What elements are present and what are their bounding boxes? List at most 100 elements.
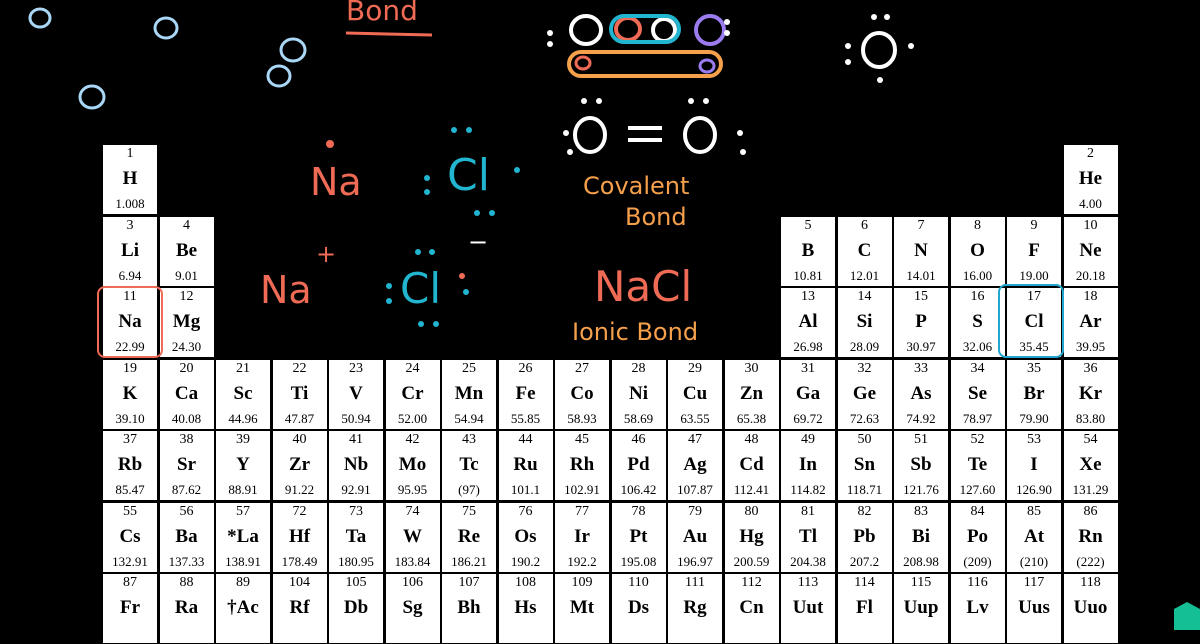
oxygen-molecule-diagram bbox=[567, 14, 726, 78]
atomic-mass: 91.22 bbox=[284, 482, 315, 497]
atomic-mass: 126.90 bbox=[1016, 482, 1052, 497]
element-symbol: Lv bbox=[966, 597, 989, 618]
element-symbol: Mn bbox=[454, 382, 484, 404]
element-symbol: Al bbox=[798, 311, 818, 332]
atomic-number: 31 bbox=[801, 360, 815, 376]
atomic-number: 72 bbox=[292, 503, 307, 519]
element-symbol: Cn bbox=[739, 597, 764, 618]
element-symbol: Hg bbox=[739, 525, 764, 547]
atomic-mass: 180.95 bbox=[338, 553, 374, 569]
element-symbol: Sr bbox=[177, 454, 196, 475]
top-bond-label: Bond bbox=[346, 0, 418, 27]
atomic-number: 104 bbox=[289, 575, 310, 590]
element-symbol: He bbox=[1078, 168, 1103, 189]
atomic-number: 111 bbox=[685, 575, 705, 590]
atomic-number: 47 bbox=[688, 432, 702, 447]
atomic-number: 4 bbox=[183, 217, 190, 233]
atomic-number: 73 bbox=[349, 503, 363, 519]
element-symbol: Mg bbox=[172, 311, 201, 332]
element-symbol: Re bbox=[457, 525, 481, 547]
atomic-mass: 190.2 bbox=[510, 553, 541, 569]
atomic-number: 89 bbox=[236, 575, 250, 590]
atomic-number: 83 bbox=[914, 503, 928, 519]
atomic-number: 109 bbox=[571, 575, 593, 590]
atomic-mass: 14.01 bbox=[906, 267, 936, 283]
atomic-mass: 26.98 bbox=[793, 339, 823, 354]
atomic-number: 41 bbox=[349, 432, 363, 447]
atomic-number: 105 bbox=[345, 575, 367, 590]
atomic-mass: 88.91 bbox=[228, 482, 258, 497]
atomic-number: 24 bbox=[405, 360, 420, 376]
atomic-number: 76 bbox=[518, 503, 533, 519]
atomic-mass: 32.06 bbox=[962, 339, 993, 354]
element-symbol: N bbox=[914, 239, 928, 261]
atomic-mass: 208.98 bbox=[903, 553, 939, 569]
atomic-number: 88 bbox=[179, 575, 194, 590]
element-symbol: Ar bbox=[1079, 311, 1102, 332]
element-symbol: Cs bbox=[119, 525, 141, 547]
atomic-number: 110 bbox=[628, 575, 649, 590]
element-symbol: In bbox=[799, 454, 817, 475]
atomic-number: 113 bbox=[797, 575, 819, 590]
element-symbol: Bi bbox=[912, 525, 930, 547]
atomic-mass: 114.82 bbox=[790, 482, 826, 497]
atomic-mass: 192.2 bbox=[567, 553, 597, 569]
element-symbol: Pd bbox=[627, 454, 650, 475]
element-symbol: K bbox=[122, 382, 138, 404]
element-symbol: Hf bbox=[288, 525, 311, 547]
chlorine-highlight bbox=[998, 284, 1064, 358]
atomic-mass: 22.99 bbox=[115, 339, 145, 354]
atomic-number: 50 bbox=[857, 432, 872, 447]
element-symbol: Cr bbox=[401, 382, 424, 404]
atomic-number: 117 bbox=[1023, 575, 1045, 590]
atomic-mass: 131.29 bbox=[1072, 482, 1109, 497]
atomic-number: 33 bbox=[914, 360, 928, 376]
atomic-number: 21 bbox=[236, 360, 250, 376]
element-symbol: Xe bbox=[1079, 454, 1102, 475]
atomic-mass: 47.87 bbox=[284, 410, 315, 426]
atomic-mass: 102.91 bbox=[564, 482, 600, 497]
atomic-number: 14 bbox=[857, 289, 872, 304]
atomic-number: 7 bbox=[917, 217, 925, 233]
atomic-mass: 200.59 bbox=[733, 553, 770, 569]
atomic-number: 34 bbox=[970, 360, 985, 376]
atomic-mass: 9.01 bbox=[175, 267, 198, 283]
atomic-mass: 101.1 bbox=[510, 482, 541, 497]
atomic-mass: 106.42 bbox=[620, 482, 657, 497]
element-symbol: Ni bbox=[629, 382, 648, 404]
atomic-number: 116 bbox=[967, 575, 988, 590]
atomic-number: 20 bbox=[179, 360, 194, 376]
atomic-number: 75 bbox=[462, 503, 476, 519]
atomic-number: 44 bbox=[518, 432, 533, 447]
element-symbol: Ne bbox=[1079, 239, 1102, 261]
atomic-mass: 207.2 bbox=[849, 553, 880, 569]
element-symbol: Mt bbox=[569, 597, 595, 618]
atomic-mass: 16.00 bbox=[962, 267, 993, 283]
atomic-number: 28 bbox=[631, 360, 646, 376]
atomic-mass: 78.97 bbox=[962, 410, 993, 426]
element-symbol: Zr bbox=[288, 454, 311, 475]
element-symbol: Fe bbox=[515, 382, 536, 404]
element-symbol: Rh bbox=[569, 454, 595, 475]
element-symbol: †Ac bbox=[227, 597, 259, 618]
atomic-mass: 44.96 bbox=[228, 410, 258, 426]
